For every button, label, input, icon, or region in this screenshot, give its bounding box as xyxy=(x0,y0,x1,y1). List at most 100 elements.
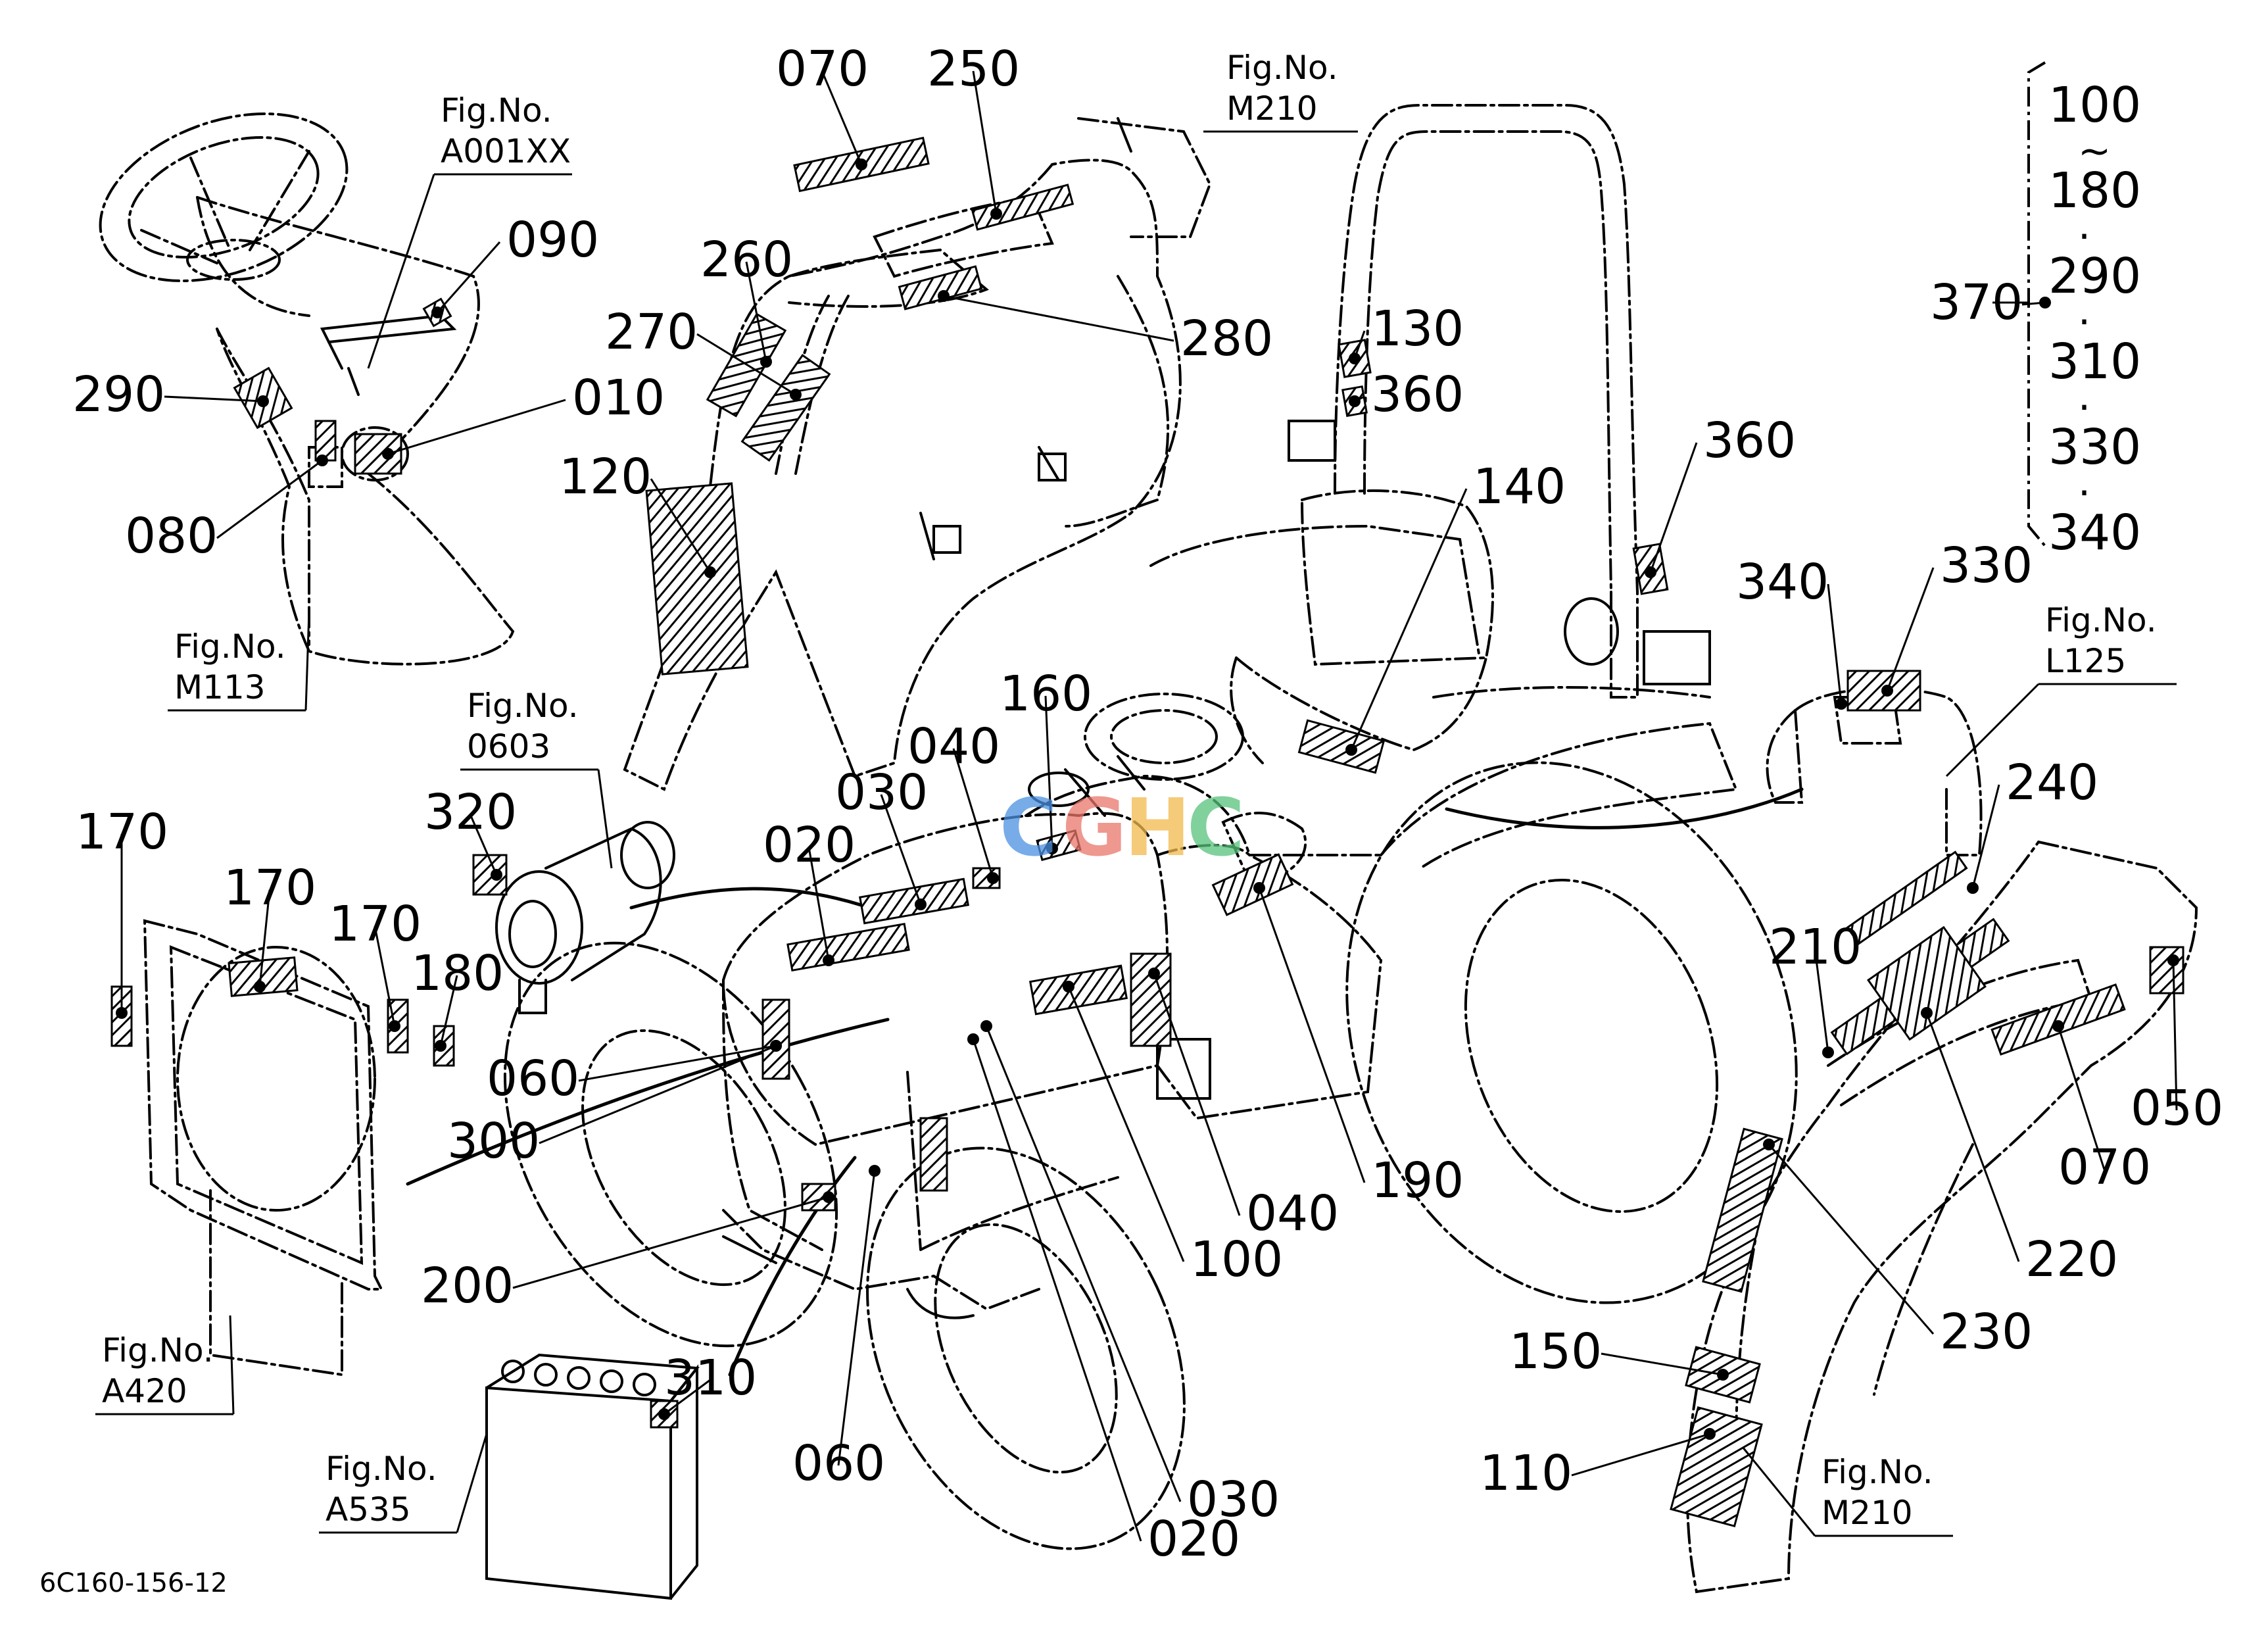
figure-ref-caption: Fig.No. xyxy=(441,91,552,130)
figure-ref-leader xyxy=(229,1315,235,1415)
range-separator: · xyxy=(2078,470,2090,516)
leader-line xyxy=(512,1196,829,1289)
callout-150: 150 xyxy=(1509,1323,1761,1404)
figure-ref-0603: Fig.No.0603 xyxy=(460,687,613,869)
leader-line xyxy=(1925,1012,2020,1262)
figure-ref-number: 0603 xyxy=(467,727,550,766)
callout-label: 020 xyxy=(763,817,856,873)
callout-label: 030 xyxy=(1187,1471,1280,1528)
leader-dot xyxy=(1253,882,1265,894)
leader-dot xyxy=(980,1020,992,1032)
dashboard-panel xyxy=(623,117,1212,791)
callout-140: 140 xyxy=(1297,458,1566,774)
callout-label: 050 xyxy=(2131,1080,2223,1137)
decal-marker xyxy=(354,433,402,475)
leader-line xyxy=(985,1025,1182,1502)
callout-040: 040 xyxy=(907,718,1001,889)
callout-label: 120 xyxy=(559,449,652,505)
range-list: 100~180·290·310·330·340 xyxy=(1992,61,2141,561)
range-separator: · xyxy=(2078,214,2090,260)
callout-label: 270 xyxy=(605,304,698,360)
callout-370: 370 xyxy=(1930,274,2051,331)
leader-dot xyxy=(1835,698,1847,710)
callout-080: 080 xyxy=(125,420,337,564)
leader-line xyxy=(972,1039,1142,1542)
leader-line xyxy=(1827,583,1843,704)
callout-330: 330 xyxy=(1846,537,2033,712)
leader-line xyxy=(1971,784,2000,889)
leader-dot xyxy=(938,290,950,302)
leader-dot xyxy=(1349,395,1361,407)
figure-ref-caption: Fig.No. xyxy=(174,627,286,666)
leader-line xyxy=(1153,973,1241,1216)
figure-ref-M113: Fig.No.M113 xyxy=(168,611,310,712)
callout-label: 190 xyxy=(1371,1152,1464,1209)
callout-040: 040 xyxy=(1130,952,1339,1242)
range-item: 100 xyxy=(2048,77,2141,134)
leader-dot xyxy=(823,954,834,966)
leader-line xyxy=(469,814,498,875)
leader-line xyxy=(808,847,830,961)
front-frame xyxy=(722,1038,1211,1319)
decal-marker xyxy=(740,354,831,462)
leader-dot xyxy=(869,1165,881,1177)
decal-marker xyxy=(2149,946,2184,995)
leader-line xyxy=(664,1379,711,1415)
decal-marker xyxy=(761,998,790,1080)
callout-180: 180 xyxy=(411,945,504,1067)
callout-label: 230 xyxy=(1940,1304,2033,1360)
callout-170: 170 xyxy=(224,860,316,997)
leader-line xyxy=(1814,948,1829,1053)
range-item: 180 xyxy=(2048,162,2141,219)
leader-dot xyxy=(1881,685,1893,697)
decal-marker xyxy=(645,482,749,676)
figure-ref-number: A420 xyxy=(102,1372,187,1410)
callout-label: 300 xyxy=(447,1113,540,1169)
leader-dot xyxy=(1967,882,1979,894)
callout-label: 070 xyxy=(2058,1139,2151,1196)
callout-label: 290 xyxy=(72,366,165,423)
callout-170: 170 xyxy=(76,804,168,1047)
rear-fender-small xyxy=(1766,687,1983,856)
callout-190: 190 xyxy=(1211,853,1464,1209)
leader-line xyxy=(374,925,396,1027)
front-left-wheel xyxy=(503,941,838,1348)
callout-label: 080 xyxy=(125,508,218,564)
leader-dot xyxy=(2052,1020,2064,1032)
figure-ref-caption: Fig.No. xyxy=(102,1331,214,1369)
decal-marker xyxy=(786,922,910,972)
figure-ref-caption: Fig.No. xyxy=(467,687,579,725)
leader-dot xyxy=(2039,297,2051,308)
leader-line xyxy=(1350,488,1468,750)
leader-dot xyxy=(760,356,772,368)
callout-label: 070 xyxy=(776,41,869,97)
callout-100: 100 xyxy=(1028,964,1283,1288)
figure-ref-caption: Fig.No. xyxy=(326,1450,437,1488)
leader-dot xyxy=(491,869,502,881)
leader-dot xyxy=(856,159,867,170)
leader-line xyxy=(1044,695,1053,849)
callout-270: 270 xyxy=(605,304,831,462)
figure-ref-number: A535 xyxy=(326,1490,411,1529)
figure-ref-A420: Fig.No.A420 xyxy=(95,1315,235,1415)
range-separator: · xyxy=(2078,385,2090,431)
decal-marker xyxy=(1211,853,1294,916)
leader-line xyxy=(1649,442,1698,573)
decal-marker xyxy=(1670,1406,1763,1528)
range-bracket xyxy=(2027,61,2046,547)
callout-160: 160 xyxy=(1000,666,1092,862)
callout-220: 220 xyxy=(1867,925,2118,1288)
figure-ref-leader xyxy=(367,174,435,369)
callout-label: 200 xyxy=(421,1258,514,1314)
callout-label: 250 xyxy=(927,41,1020,97)
decal-marker xyxy=(1130,952,1172,1047)
leader-line xyxy=(821,70,863,165)
range-item: 340 xyxy=(2048,504,2141,561)
decal-marker xyxy=(898,265,983,310)
callout-110: 110 xyxy=(1480,1406,1763,1528)
figure-ref-M210: Fig.No.M210 xyxy=(1741,1446,1953,1537)
callout-label: 060 xyxy=(487,1050,579,1107)
callout-050: 050 xyxy=(2131,946,2223,1137)
watermark-letter: C xyxy=(1000,783,1057,874)
